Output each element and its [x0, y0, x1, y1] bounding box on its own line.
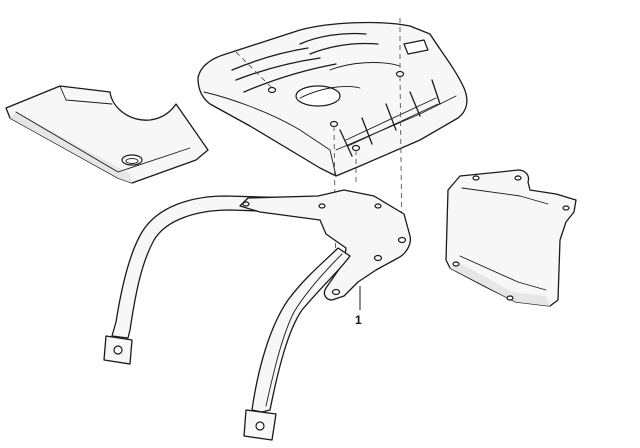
callout-1: 1: [355, 286, 362, 327]
side-carrier-plate: [445, 169, 577, 307]
carrier-frame: [103, 189, 412, 441]
cover-plate: [5, 85, 209, 184]
rack-top-plate: [197, 21, 468, 177]
callout-1-label: 1: [355, 313, 362, 327]
